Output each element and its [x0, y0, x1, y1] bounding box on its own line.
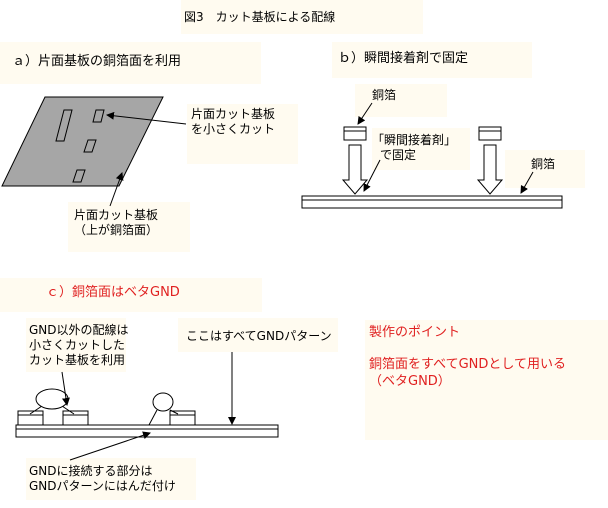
board-b — [301, 195, 563, 209]
solder-label-box — [26, 458, 196, 500]
foil-chip-right — [478, 126, 502, 141]
base-board-label-box — [68, 202, 190, 252]
section-c-heading-box — [0, 278, 262, 312]
gnd-pattern-label: ここはすべてGNDパターン — [186, 329, 332, 343]
base-board-parallelogram — [1, 96, 164, 187]
arrow-small-boards — [106, 111, 187, 125]
title-box — [181, 0, 423, 34]
small-board-1 — [55, 109, 73, 142]
small-board-2 — [92, 109, 105, 123]
board-c — [15, 424, 279, 438]
foil-top-label-box — [355, 84, 447, 117]
section-b-heading: ｂ）瞬間接着剤で固定 — [338, 51, 469, 66]
wiring-label-box — [26, 318, 126, 372]
component-2 — [152, 392, 174, 412]
small-boards-label-box — [187, 104, 298, 164]
arrow-wiring — [61, 371, 70, 406]
small-boards-label-line2: を小さくカット — [191, 122, 276, 136]
small-board-4 — [72, 169, 86, 183]
point-box — [365, 320, 608, 440]
foil-chip-left — [343, 126, 367, 141]
solder-label-line2: GNDパターンにはんだ付け — [29, 479, 176, 493]
arrow-foil-right — [520, 171, 534, 194]
glue-label-line2: で固定 — [380, 148, 417, 162]
arrow-base-board — [109, 172, 124, 207]
cut-board-3 — [169, 410, 196, 426]
wiring-label-line1: GND以外の配線は — [29, 323, 129, 337]
solder-label-line1: GNDに接続する部分は — [29, 464, 153, 478]
glue-label-box — [372, 128, 470, 170]
section-c-heading: ｃ）銅箔面はベタGND — [46, 285, 180, 300]
section-b-heading-box — [332, 42, 532, 78]
component-1 — [35, 388, 69, 410]
section-a-heading: ａ）片面基板の銅箔面を利用 — [12, 54, 182, 69]
foil-top-label: 銅箔 — [372, 88, 397, 102]
down-arrow-right — [476, 144, 504, 195]
component-2-leads — [148, 409, 179, 426]
arrow-solder — [69, 431, 151, 461]
point-line2: （ベタGND） — [369, 374, 451, 389]
foil-right-label: 銅箔 — [531, 157, 556, 171]
down-arrow-left — [341, 144, 369, 195]
point-title: 製作のポイント — [369, 325, 461, 340]
arrow-glue — [363, 159, 381, 192]
gnd-pattern-label-box — [178, 318, 338, 352]
small-board-3 — [83, 139, 97, 153]
foil-right-label-box — [505, 150, 585, 188]
component-1-leads — [29, 405, 75, 415]
glue-label-line1: 「瞬間接着剤」 — [372, 133, 457, 147]
small-boards-label-line1: 片面カット基板 — [191, 107, 276, 121]
cut-board-2 — [62, 410, 89, 426]
wiring-label-line3: カット基板を利用 — [29, 353, 126, 367]
arrow-foil-top — [357, 102, 373, 125]
base-board-label-line1: 片面カット基板 — [74, 208, 159, 222]
wiring-label-line2: 小さくカットした — [29, 338, 126, 352]
base-board-label-line2: （上が銅箔面） — [74, 223, 159, 237]
section-a-heading-box — [0, 42, 261, 84]
figure-title: 図3 カット基板による配線 — [184, 10, 336, 24]
point-line1: 銅箔面をすべてGNDとして用いる — [369, 357, 566, 372]
